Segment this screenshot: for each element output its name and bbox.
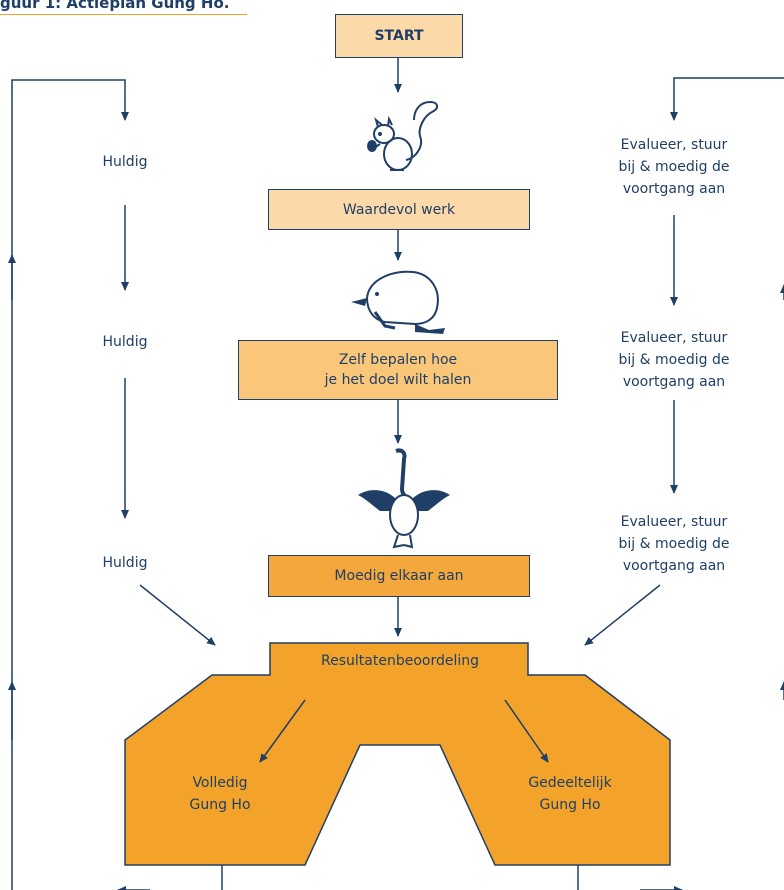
result-title: Resultatenbeoordeling: [321, 653, 479, 669]
step-zelf-bepalen-label: Zelf bepalen hoe je het doel wilt halen: [324, 352, 472, 388]
start-box: START: [335, 14, 463, 58]
evalueer-label-2: Evalueer, stuur bij & moedig de voortgan…: [618, 330, 730, 390]
evalueer-label-1: Evalueer, stuur bij & moedig de voortgan…: [618, 137, 730, 197]
right-loop-top-line: [670, 77, 784, 121]
left-loop-top-line: [11, 79, 129, 890]
huldig-label-3: Huldig: [102, 555, 148, 571]
huldig-label-2: Huldig: [102, 334, 148, 350]
goose-icon: [358, 448, 450, 549]
result-partial: Gedeeltelijk Gung Ho: [528, 775, 612, 813]
step-moedig-elkaar-aan: Moedig elkaar aan: [268, 555, 530, 597]
huldig-diag-arrow: [139, 584, 216, 646]
figure-title: guur 1: Actieplan Gung Ho.: [0, 0, 248, 15]
start-label: START: [374, 28, 424, 44]
step-waardevol-werk-label: Waardevol werk: [342, 201, 456, 218]
squirrel-icon: [367, 100, 438, 171]
step-moedig-elkaar-aan-label: Moedig elkaar aan: [334, 568, 464, 584]
evalueer-label-3: Evalueer, stuur bij & moedig de voortgan…: [618, 514, 730, 574]
partial-arrow: [504, 699, 549, 763]
evalueer-diag-arrow: [584, 584, 661, 646]
step-zelf-bepalen: Zelf bepalen hoe je het doel wilt halen: [238, 340, 558, 400]
result-shape: [124, 642, 671, 866]
beaver-icon: [351, 270, 445, 334]
huldig-label-1: Huldig: [102, 154, 148, 170]
step-waardevol-werk: Waardevol werk: [268, 189, 530, 230]
result-full: Volledig Gung Ho: [189, 775, 251, 813]
full-arrow: [259, 699, 306, 763]
